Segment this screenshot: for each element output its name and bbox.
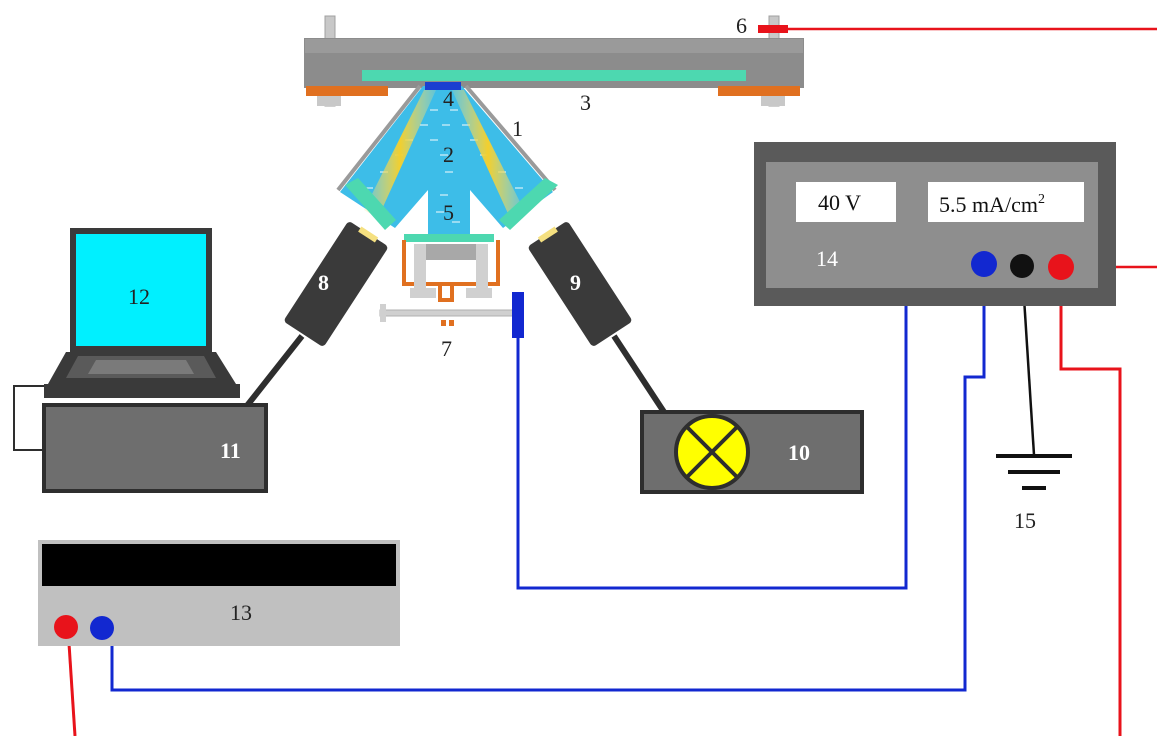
multimeter-red-terminal[interactable] [54,615,78,639]
label-11: 11 [220,438,241,463]
bottom-holder [379,234,524,338]
laptop-screen [76,234,206,346]
detector-8 [284,222,388,346]
red-wire-supply-down [1059,267,1122,736]
supply-black-terminal[interactable] [1010,254,1034,278]
prism-cell [336,82,558,236]
label-9: 9 [570,270,581,295]
contact-electrode [758,25,788,33]
lamp-box [640,410,864,494]
current-display [928,182,1084,222]
label-12: 12 [128,284,150,309]
top-plate [304,15,804,107]
current-value: 5.5 mA/cm [939,192,1038,217]
label-10: 10 [788,440,810,465]
laptop [44,228,240,398]
blue-wire-multimeter [110,262,986,692]
spectrometer-box [13,385,268,493]
voltage-readout: 40 V [818,190,861,215]
voltage-display [796,182,896,222]
multimeter-blue-terminal[interactable] [90,616,114,640]
label-15: 15 [1014,508,1036,533]
power-supply [754,142,1116,306]
label-7: 7 [441,336,452,361]
label-5: 5 [443,200,454,225]
supply-red-terminal[interactable] [1048,254,1074,280]
supply-blue-terminal[interactable] [971,251,997,277]
cable-9-to-10 [611,334,667,414]
current-exponent: 2 [1038,192,1045,207]
label-8: 8 [318,270,329,295]
label-4: 4 [443,86,454,111]
current-readout: 5.5 mA/cm2 [939,192,1045,217]
label-3: 3 [580,90,591,115]
label-6: 6 [736,13,747,38]
label-14: 14 [816,246,838,271]
label-1: 1 [512,116,523,141]
label-2: 2 [443,142,454,167]
label-13: 13 [230,600,252,625]
light-source-9 [528,222,632,346]
ground-symbol [996,454,1072,490]
cable-8-to-11 [239,334,305,414]
